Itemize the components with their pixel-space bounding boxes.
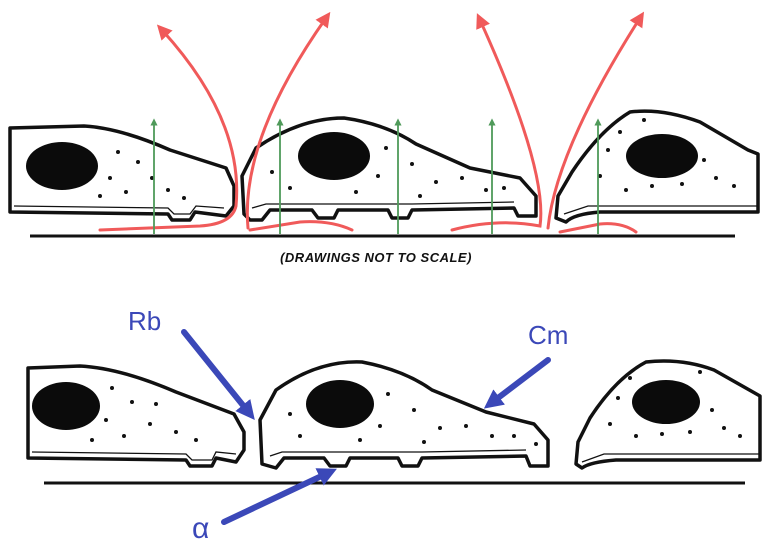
cell-right-bottom [576, 361, 760, 468]
nucleus-icon [32, 382, 100, 430]
nucleus-icon [626, 134, 698, 178]
scale-caption: (DRAWINGS NOT TO SCALE) [280, 250, 472, 265]
cm-pointer-arrow [490, 360, 548, 404]
alpha-pointer-arrow [224, 472, 330, 522]
cell-right-top [556, 111, 758, 222]
nucleus-icon [306, 380, 374, 428]
cell-left-top [10, 126, 234, 220]
nucleus-icon [632, 380, 700, 424]
top-panel: (DRAWINGS NOT TO SCALE) [10, 18, 758, 265]
cell-middle-bottom [260, 362, 548, 468]
cm-label: Cm [528, 320, 568, 350]
cell-left-bottom [28, 366, 244, 466]
rb-label: Rb [128, 306, 161, 336]
bottom-panel: Rb Cm α [28, 306, 760, 543]
nucleus-icon [26, 142, 98, 190]
nucleus-icon [298, 132, 370, 180]
alpha-label: α [192, 512, 209, 543]
